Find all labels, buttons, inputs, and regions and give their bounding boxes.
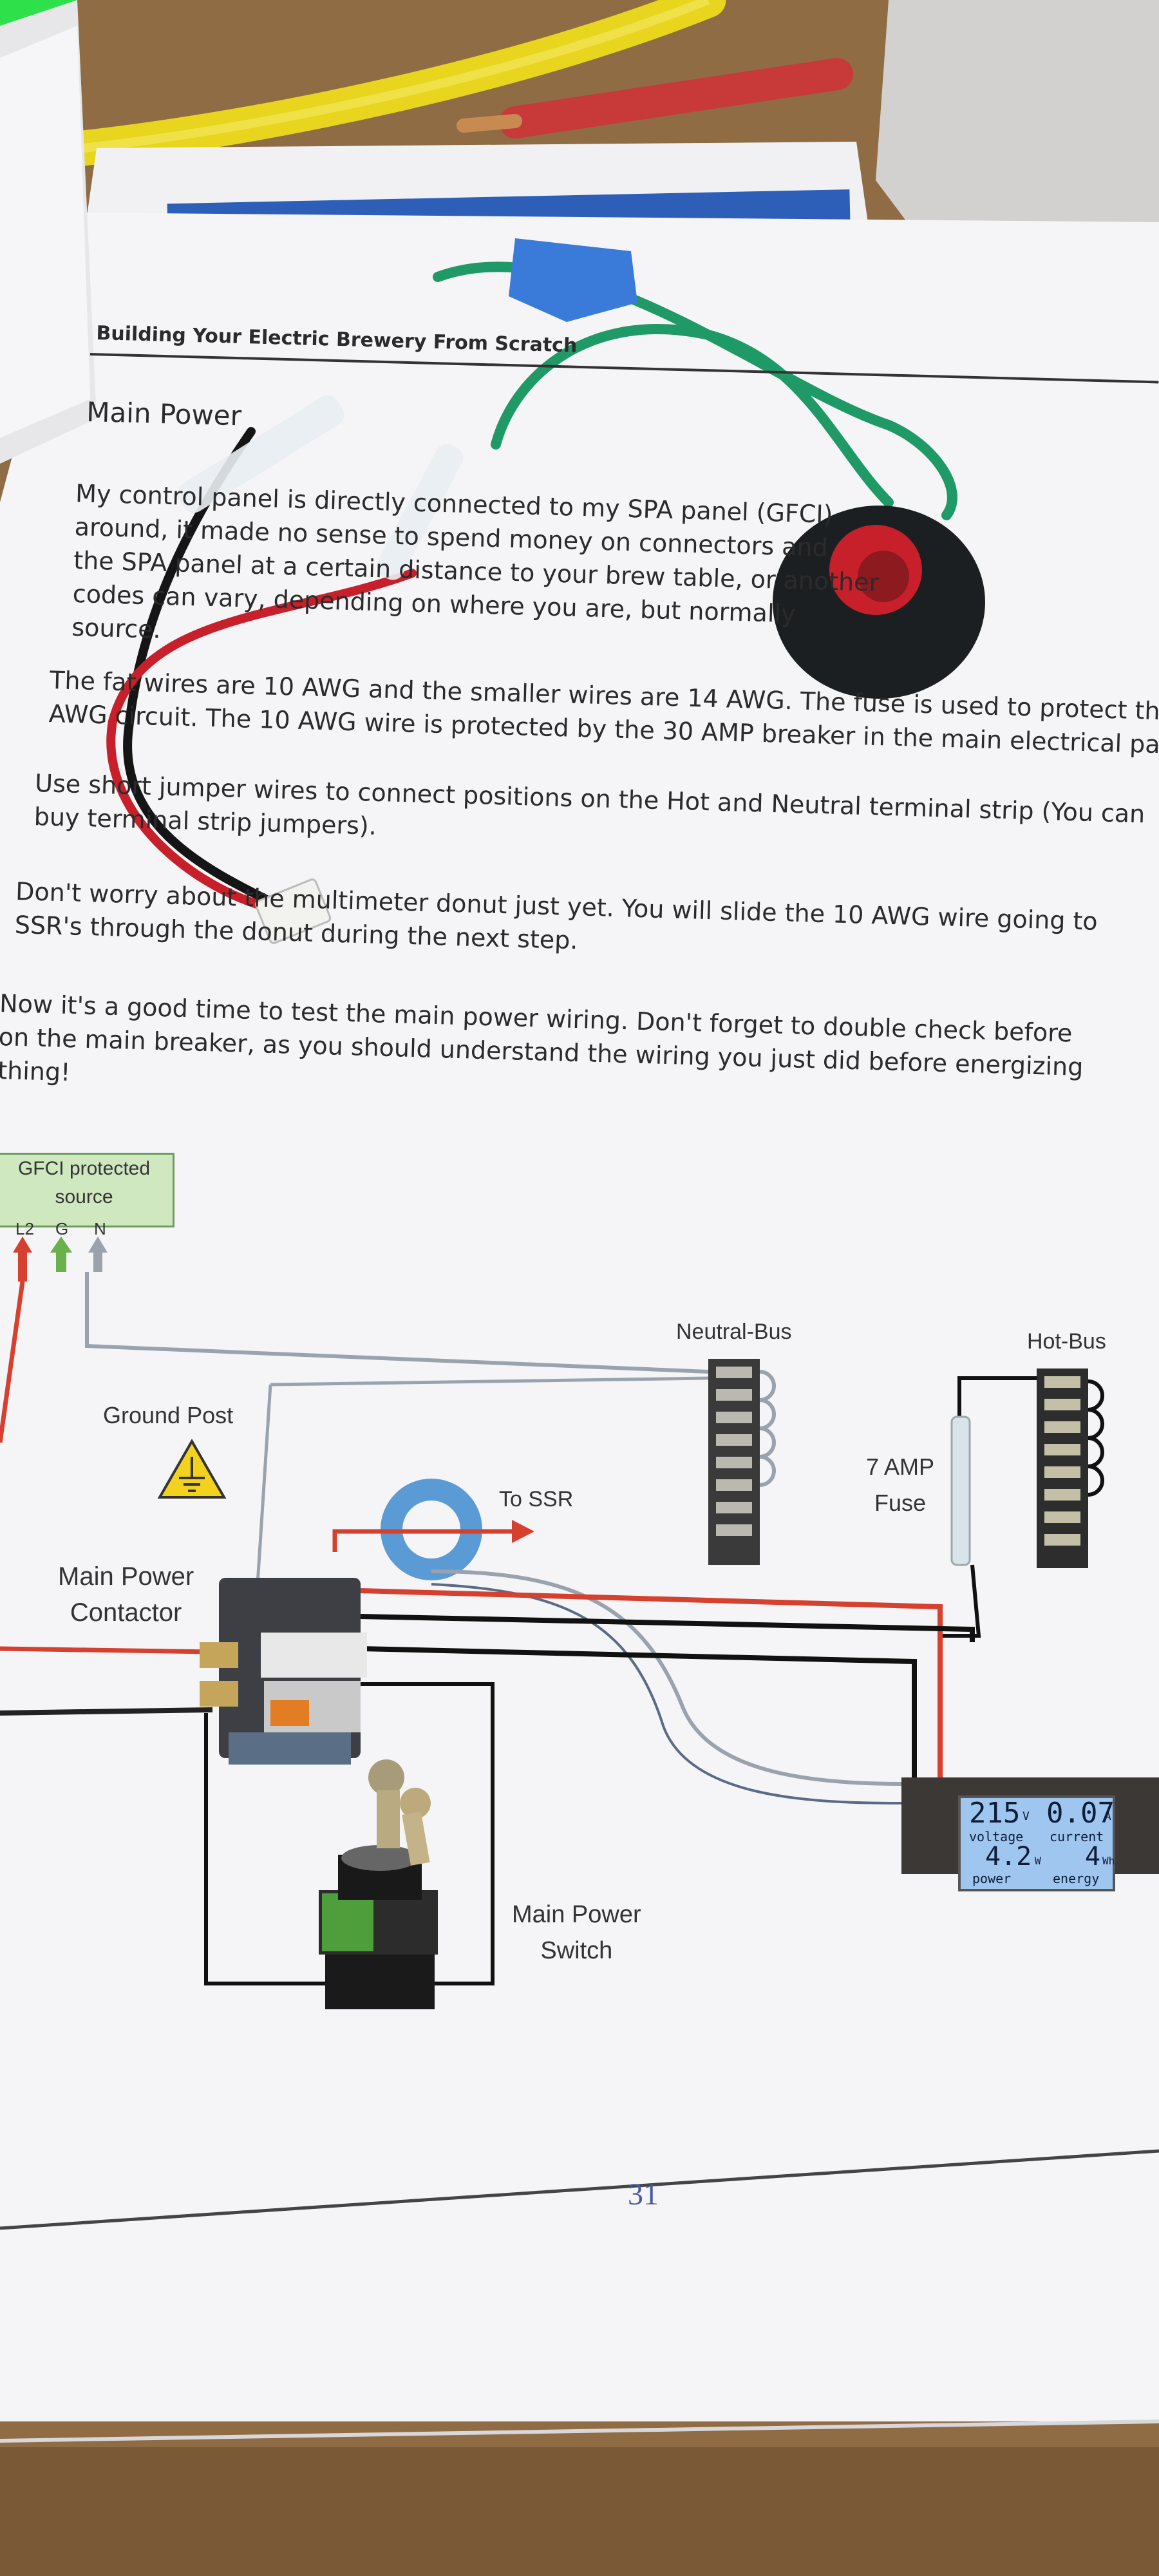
meter-energy-value: 4 <box>1085 1842 1101 1871</box>
jst-connector <box>254 878 332 944</box>
n-terminal-icon <box>88 1236 108 1272</box>
red-wire-offcut <box>499 58 853 138</box>
ground-post-label: Ground Post <box>103 1402 234 1428</box>
black-feed-wire <box>360 1614 975 1642</box>
meter-current-caption: current <box>1050 1829 1104 1844</box>
meter-power-caption: power <box>972 1871 1012 1886</box>
meter-current-unit: A <box>1104 1810 1111 1823</box>
heat-shrink-sleeve-2 <box>376 444 464 580</box>
terminal-n-label: N <box>94 1219 106 1238</box>
gfci-label-line: source <box>55 1186 113 1208</box>
meter-power-unit: W <box>1035 1855 1041 1867</box>
plastic-bag <box>876 0 1159 270</box>
meter-voltage-value: 215 <box>969 1797 1021 1830</box>
section-title: Main Power <box>86 396 242 432</box>
switch-label-line: Main Power <box>512 1901 641 1928</box>
blue-tape <box>509 238 637 322</box>
hot-bus-screws <box>1044 1376 1080 1546</box>
neutral-jumpers <box>759 1370 776 1487</box>
red-feed-wire <box>360 1588 943 1777</box>
page-footer-rule <box>0 2149 1159 2230</box>
heat-shrink-sleeve <box>177 395 344 513</box>
fuse-label-line: Fuse <box>874 1490 927 1516</box>
l2-terminal-icon <box>13 1236 32 1282</box>
switch-label-line: Switch <box>540 1937 613 1964</box>
meter-voltage-caption: voltage <box>969 1829 1024 1844</box>
contactor-label-line: Main Power <box>58 1562 194 1591</box>
meter-energy-caption: energy <box>1053 1871 1100 1886</box>
neutral-wire <box>85 1272 709 1374</box>
hot-jumpers <box>1088 1379 1104 1497</box>
meter-voltage-unit: V <box>1022 1810 1030 1823</box>
fuse-label-line: 7 AMP <box>866 1454 935 1480</box>
power-meter-icon <box>901 1777 1159 1891</box>
meter-current-value: 0.07 <box>1046 1797 1115 1830</box>
to-ssr-label: To SSR <box>499 1487 574 1511</box>
hot-bus-label: Hot-Bus <box>1027 1329 1106 1354</box>
contactor-label: Main Power Contactor <box>58 1558 194 1631</box>
fuse-label: 7 AMP Fuse <box>866 1449 934 1521</box>
gfci-source-box: GFCI protected source <box>0 1153 174 1227</box>
gfci-label-line: GFCI protected <box>17 1158 151 1179</box>
wood-table-edge <box>0 2447 1159 2576</box>
contactor-icon <box>200 1578 367 1765</box>
red-wire <box>106 569 417 913</box>
switch-loop-wire <box>204 1682 495 1985</box>
fuse-holder <box>950 1416 971 1566</box>
to-ssr-arrow-icon <box>512 1520 534 1543</box>
contactor-label-line: Contactor <box>70 1598 182 1627</box>
neutral-bus-screws <box>716 1367 752 1536</box>
terminal-g-label: G <box>55 1219 69 1238</box>
switch-label: Main Power Switch <box>512 1897 641 1969</box>
neutral-bus-label: Neutral-Bus <box>676 1320 792 1344</box>
g-terminal-icon <box>50 1236 72 1272</box>
green-wire-b <box>491 324 894 507</box>
meter-energy-unit: Wh <box>1102 1855 1115 1867</box>
terminal-l2-label: L2 <box>15 1219 34 1238</box>
meter-power-value: 4.2 <box>985 1842 1032 1871</box>
key-switch-icon <box>319 1759 438 2009</box>
black-wire <box>123 427 275 906</box>
paragraph-1: My control panel is directly connected t… <box>71 477 881 667</box>
page-number: 31 <box>628 2177 659 2211</box>
document-page <box>0 213 1159 2421</box>
